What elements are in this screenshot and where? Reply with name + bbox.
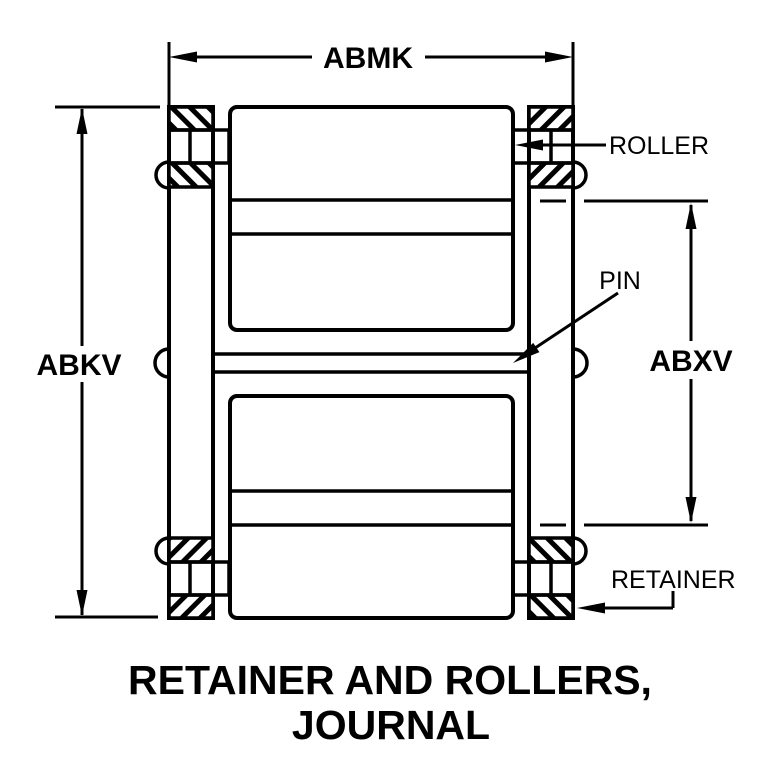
- abxv-arrow-up-icon: [685, 203, 697, 229]
- rollers: [228, 105, 515, 620]
- abmk-arrow-left-icon: [169, 51, 197, 63]
- top-roller: [228, 105, 515, 332]
- drawing-title: RETAINER AND ROLLERS, JOURNAL: [128, 657, 652, 748]
- retainer-label: RETAINER: [611, 566, 736, 594]
- abkv-arrow-down-icon: [76, 590, 88, 616]
- pin-leader-arrow-icon: [513, 342, 540, 363]
- callout-retainer: RETAINER: [577, 566, 736, 614]
- pin-end-bumps: [153, 160, 589, 566]
- pin-end-bottom-right: [572, 536, 588, 566]
- callout-roller: ROLLER: [515, 132, 709, 160]
- hatch-bottom-left-lower: [167, 593, 215, 620]
- hatch-top-left-lower: [167, 161, 215, 189]
- pin-end-top-right: [572, 160, 588, 190]
- abmk-arrow-right-icon: [545, 51, 573, 63]
- roller-leader-arrow-icon: [515, 139, 543, 151]
- hatch-bottom-right-upper: [527, 536, 575, 564]
- title-line-1: RETAINER AND ROLLERS,: [128, 657, 652, 703]
- callout-pin: PIN: [513, 267, 641, 363]
- abkv-label: ABKV: [36, 349, 121, 382]
- pin-end-bottom-left: [154, 536, 170, 566]
- pin-bar: [213, 352, 529, 374]
- pin-leader-line: [522, 291, 619, 358]
- abkv-arrow-up-icon: [76, 108, 88, 134]
- retainer-ring-sections: [167, 105, 575, 620]
- pin-end-middle-left: [153, 347, 170, 379]
- hatch-top-left-upper: [167, 105, 215, 132]
- pin-end-top-left: [154, 160, 170, 190]
- abxv-label: ABXV: [649, 345, 732, 378]
- abmk-label: ABMK: [323, 42, 413, 75]
- roller-label: ROLLER: [609, 132, 709, 160]
- title-line-2: JOURNAL: [292, 702, 490, 748]
- hatch-top-right-upper: [527, 105, 575, 132]
- pin-end-middle-right: [572, 347, 589, 379]
- dimension-abmk: ABMK: [167, 42, 575, 105]
- dimension-abxv: ABXV: [540, 199, 733, 527]
- pin-label: PIN: [599, 267, 641, 295]
- hatch-bottom-right-lower: [527, 593, 575, 620]
- abxv-arrow-down-icon: [685, 497, 697, 523]
- hatch-top-right-lower: [527, 161, 575, 189]
- bottom-roller: [228, 394, 515, 620]
- hatch-bottom-left-upper: [167, 536, 215, 564]
- dimension-abkv: ABKV: [36, 105, 160, 619]
- retainer-leader-arrow-icon: [577, 602, 605, 614]
